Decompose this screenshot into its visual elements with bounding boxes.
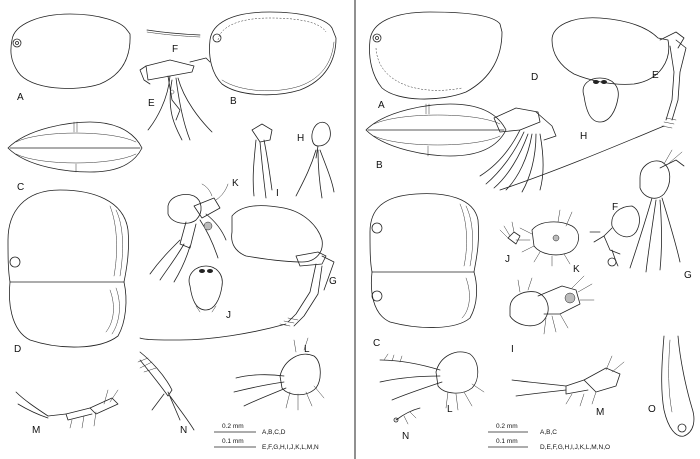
left-fig-f-seta (146, 29, 201, 36)
left-fig-j-head (188, 265, 223, 313)
right-label-g: G (684, 270, 692, 281)
right-label-k: K (573, 264, 580, 275)
right-label-d: D (531, 72, 538, 83)
right-label-l: L (447, 404, 453, 415)
left-fig-k-limb (149, 183, 229, 283)
left-fig-b-carapace-lateral (209, 11, 337, 96)
left-fig-g-body (139, 205, 335, 341)
left-label-a: A (17, 92, 24, 103)
left-label-b: B (230, 96, 237, 107)
left-fig-l-appendage (233, 337, 325, 411)
left-label-h: H (297, 133, 304, 144)
right-fig-b-carapace-dorsal (365, 103, 507, 157)
left-label-k: K (232, 178, 239, 189)
right-fig-k-appendage (515, 209, 579, 267)
left-label-i: I (276, 188, 279, 199)
right-fig-i-limb (509, 275, 595, 335)
left-label-c: C (17, 182, 24, 193)
right-label-m: M (596, 407, 604, 418)
left-fig-m-limb (15, 389, 119, 429)
right-label-n: N (402, 431, 409, 442)
right-label-a: A (378, 100, 385, 111)
right-scale-bar-2-figures: D,E,F,G,H,I,J,K,L,M,N,O (540, 444, 610, 451)
right-fig-m-limb (511, 355, 625, 407)
right-label-c: C (373, 338, 380, 349)
right-fig-g-appendage (629, 149, 685, 273)
right-fig-l-appendage (379, 351, 485, 411)
right-fig-j-small (499, 221, 521, 245)
left-fig-a-carapace-lateral (10, 13, 131, 89)
left-label-g: G (329, 276, 337, 287)
left-label-f: F (172, 44, 178, 55)
left-scale-bar-1-length: 0.2 mm (222, 423, 244, 430)
right-fig-o-organ (661, 335, 695, 437)
left-label-e: E (148, 98, 155, 109)
left-fig-e-appendage (139, 57, 213, 141)
left-fig-d-carapace-valves (7, 189, 129, 348)
left-label-n: N (180, 425, 187, 436)
right-fig-a-carapace-lateral (369, 11, 503, 100)
left-scale-bar-2-length: 0.1 mm (222, 438, 244, 445)
right-fig-d-appendage (479, 107, 557, 193)
right-panel: A E D H (365, 11, 695, 451)
right-fig-e-body (499, 17, 687, 191)
left-scale-bar-2-figures: E,F,G,H,I,J,K,L,M,N (262, 444, 319, 451)
right-label-i: I (511, 344, 514, 355)
left-label-d: D (14, 344, 21, 355)
left-fig-c-carapace-dorsal (7, 121, 143, 173)
right-scale-bar-1-figures: A,B,C (540, 429, 557, 436)
left-fig-n-terminal (137, 351, 195, 431)
left-fig-i-appendage (251, 123, 273, 199)
left-label-l: L (304, 344, 310, 355)
right-label-o: O (648, 404, 656, 415)
right-fig-h-head (582, 77, 619, 123)
right-label-f: F (612, 202, 618, 213)
left-label-j: J (226, 310, 231, 321)
left-label-m: M (32, 425, 40, 436)
right-label-h: H (580, 131, 587, 142)
right-label-e: E (652, 70, 659, 81)
right-fig-c-carapace-valves (369, 193, 479, 328)
right-fig-n-seta (393, 407, 421, 425)
right-scale-bar-2-length: 0.1 mm (496, 438, 518, 445)
right-label-j: J (505, 254, 510, 265)
left-scale-bar-1-figures: A,B,C,D (262, 429, 286, 436)
right-scale-bar-1-length: 0.2 mm (496, 423, 518, 430)
right-label-b: B (376, 160, 383, 171)
left-panel: A F B E (7, 11, 337, 451)
left-fig-h-appendage (295, 121, 335, 199)
right-fig-f-appendage (589, 205, 640, 267)
